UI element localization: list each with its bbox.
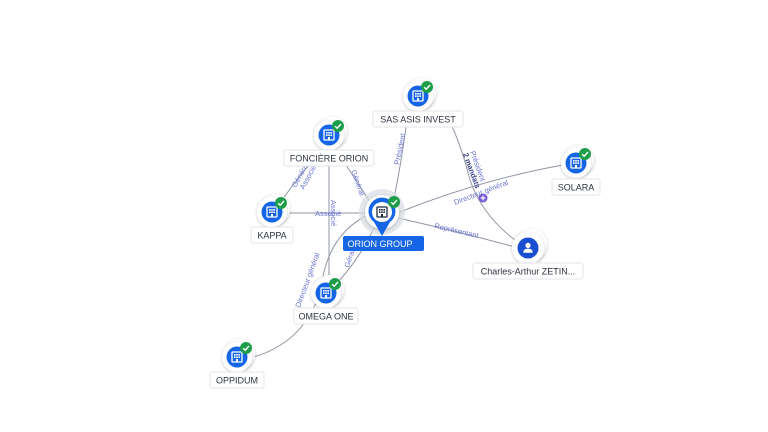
svg-text:FONCIÈRE ORION: FONCIÈRE ORION — [290, 154, 369, 164]
edge-label-fonciere-omega: Associé — [329, 200, 338, 226]
node-oppidum[interactable] — [222, 339, 255, 372]
edge-label-center-person: Représentant — [434, 221, 481, 240]
node-sas-asis-invest[interactable] — [403, 78, 436, 111]
node-label-kappa[interactable]: KAPPA — [250, 226, 294, 244]
check-badge-icon — [421, 81, 433, 93]
node-label-sas-asis-invest[interactable]: SAS ASIS INVEST — [372, 110, 464, 128]
check-badge-icon — [329, 278, 341, 290]
edge-label-fonciere-center: Général — [349, 169, 367, 197]
edge-omega-oppidum[interactable] — [249, 297, 319, 359]
person-expand-badge[interactable] — [478, 193, 488, 203]
center-node-label[interactable]: ORION GROUP — [343, 236, 424, 251]
building-icon — [323, 129, 335, 141]
edge-center-solara[interactable] — [399, 164, 564, 213]
node-person[interactable] — [512, 229, 547, 264]
check-badge-icon — [388, 196, 400, 208]
edge-label-kappa-center: Associé — [315, 209, 341, 218]
edge-center-omega[interactable] — [337, 225, 376, 283]
svg-text:OMEGA ONE: OMEGA ONE — [298, 312, 353, 322]
building-icon — [570, 157, 582, 169]
svg-text:ORION GROUP: ORION GROUP — [347, 239, 412, 249]
building-icon — [376, 206, 388, 218]
edge-center-person[interactable] — [397, 217, 516, 248]
plus-icon — [480, 195, 486, 201]
svg-text:SAS ASIS INVEST: SAS ASIS INVEST — [380, 115, 456, 125]
node-fonciere-orion[interactable] — [314, 117, 347, 150]
svg-text:KAPPA: KAPPA — [257, 231, 286, 241]
edge-asis-person[interactable] — [444, 111, 516, 241]
building-icon — [231, 351, 243, 363]
building-icon — [266, 206, 278, 218]
person-icon — [523, 242, 533, 253]
node-label-omega-one[interactable]: OMEGA ONE — [293, 307, 359, 325]
svg-text:Charles-Arthur ZETIN...: Charles-Arthur ZETIN... — [481, 267, 576, 277]
node-solara[interactable] — [561, 145, 594, 178]
node-omega-one[interactable] — [311, 275, 344, 308]
edge-label-asis-center: Président — [392, 132, 408, 166]
node-label-oppidum[interactable]: OPPIDUM — [209, 371, 265, 389]
check-badge-icon — [579, 148, 591, 160]
building-icon — [412, 90, 424, 102]
node-orion-group[interactable] — [359, 189, 405, 236]
node-kappa[interactable] — [257, 194, 290, 227]
building-icon — [320, 287, 332, 299]
check-badge-icon — [332, 120, 344, 132]
node-label-fonciere-orion[interactable]: FONCIÈRE ORION — [283, 149, 375, 167]
node-label-solara[interactable]: SOLARA — [551, 178, 601, 196]
svg-text:OPPIDUM: OPPIDUM — [216, 376, 258, 386]
check-badge-icon — [240, 342, 252, 354]
check-badge-icon — [275, 197, 287, 209]
svg-text:SOLARA: SOLARA — [558, 183, 595, 193]
node-label-person[interactable]: Charles-Arthur ZETIN... — [472, 262, 584, 280]
